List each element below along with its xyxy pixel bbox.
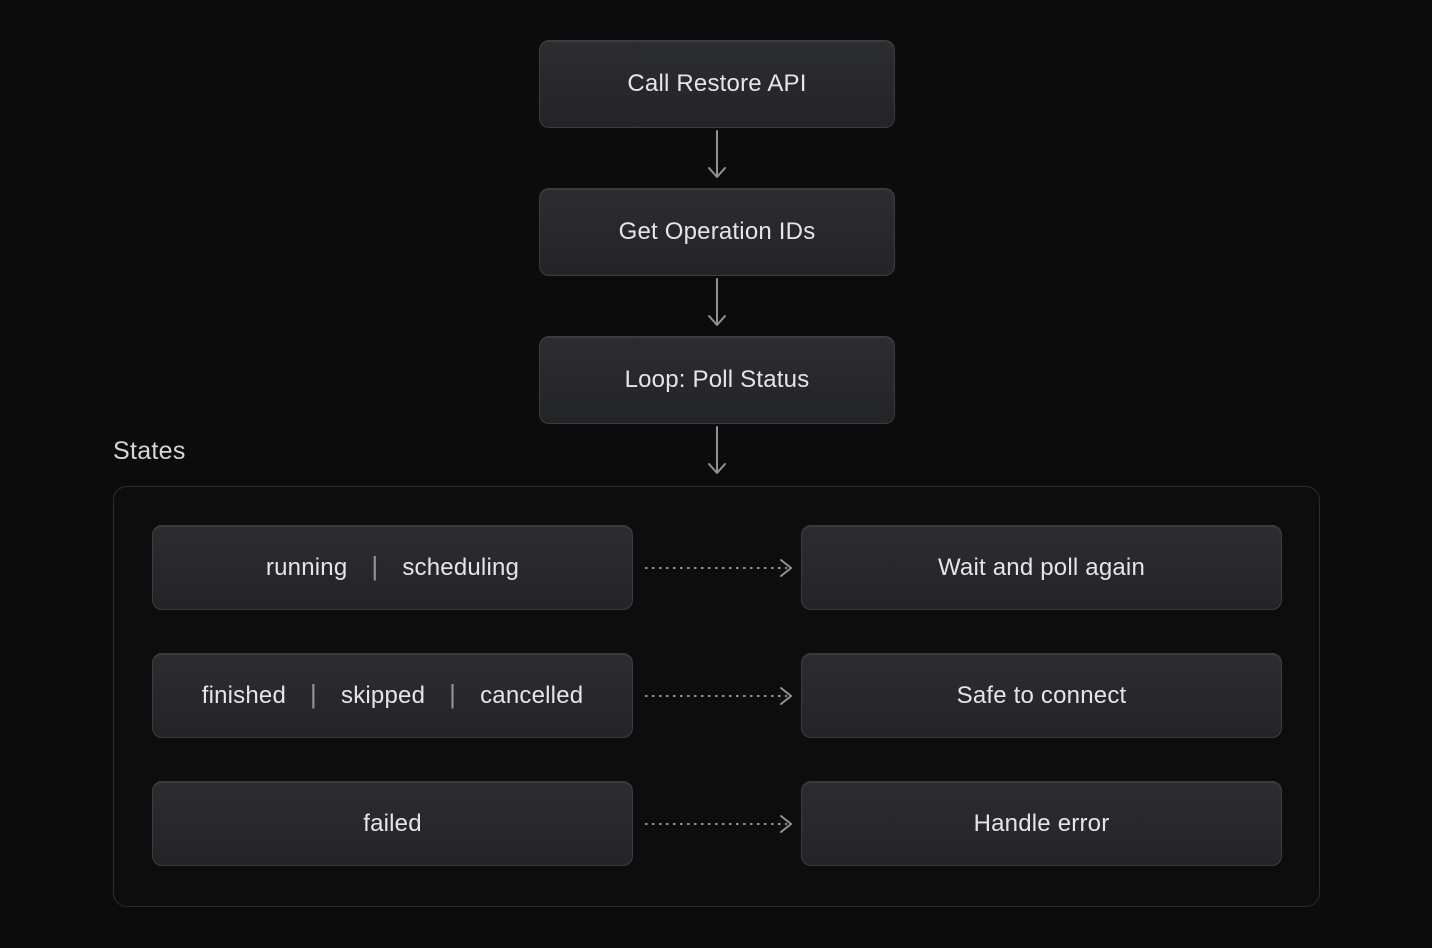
action-box-handle-error: Handle error bbox=[801, 781, 1282, 866]
flow-node-label: Call Restore API bbox=[627, 70, 807, 97]
state-separator: | bbox=[449, 679, 457, 709]
states-section-label: States bbox=[113, 437, 186, 465]
state-separator: | bbox=[371, 551, 379, 581]
state-label: failed bbox=[363, 809, 422, 837]
dashed-arrow-right-icon bbox=[645, 815, 792, 833]
flow-node-call-restore-api: Call Restore API bbox=[539, 40, 895, 128]
state-label: skipped bbox=[341, 681, 426, 709]
action-box-wait-and-poll-again: Wait and poll again bbox=[801, 525, 1282, 610]
action-label: Handle error bbox=[973, 809, 1110, 837]
state-label: cancelled bbox=[480, 681, 584, 709]
state-box-running-scheduling: running | scheduling bbox=[152, 525, 633, 610]
flow-node-label: Get Operation IDs bbox=[618, 218, 816, 245]
state-separator: | bbox=[310, 679, 317, 709]
state-label: running bbox=[265, 553, 348, 581]
states-container: running | scheduling Wait and poll again… bbox=[113, 486, 1320, 907]
dashed-arrow-right-icon bbox=[645, 559, 792, 577]
arrow-down-icon bbox=[708, 426, 726, 474]
flow-node-label: Loop: Poll Status bbox=[624, 366, 810, 393]
dashed-arrow-right-icon bbox=[645, 687, 792, 705]
state-box-finished-skipped-cancelled: finished | skipped | cancelled bbox=[152, 653, 633, 738]
state-label: scheduling bbox=[402, 553, 520, 581]
arrow-down-icon bbox=[708, 130, 726, 178]
action-label: Safe to connect bbox=[956, 681, 1127, 709]
flow-node-loop-poll-status: Loop: Poll Status bbox=[539, 336, 895, 424]
state-box-failed: failed bbox=[152, 781, 633, 866]
arrow-down-icon bbox=[708, 278, 726, 326]
action-label: Wait and poll again bbox=[937, 553, 1146, 581]
action-box-safe-to-connect: Safe to connect bbox=[801, 653, 1282, 738]
state-label: finished bbox=[201, 681, 287, 709]
flow-node-get-operation-ids: Get Operation IDs bbox=[539, 188, 895, 276]
